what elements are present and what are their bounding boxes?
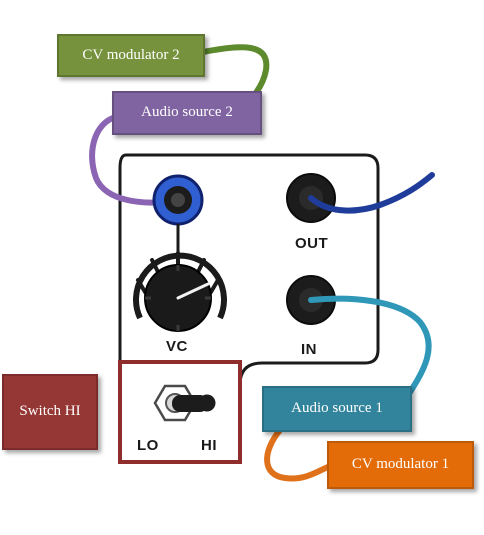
audio-source-1-tag: Audio source 1 [262, 386, 412, 432]
audio-source-1-cable [308, 295, 432, 398]
toggle-lever [172, 395, 208, 412]
vc-knob-pointer [176, 282, 210, 300]
cv-modulator-1-cable [264, 427, 333, 482]
out-label: OUT [295, 235, 329, 252]
toggle-switch[interactable] [153, 384, 216, 422]
audio-source-2-tag: Audio source 2 [112, 91, 262, 135]
hi-label: HI [201, 437, 217, 454]
switch-hi-tag: Switch HI [2, 374, 98, 450]
vc-label: VC [166, 338, 188, 355]
vc-jack[interactable] [152, 174, 204, 226]
in-label: IN [301, 341, 317, 358]
cv-modulator-1-tag: CV modulator 1 [327, 441, 474, 489]
vc-knob[interactable] [133, 251, 227, 332]
audio-source-2-cable [89, 114, 181, 206]
cv-modulator-2-tag: CV modulator 2 [57, 34, 205, 77]
switch-highlight-frame [118, 360, 242, 464]
out-cable [308, 172, 435, 214]
lo-label: LO [137, 437, 159, 454]
